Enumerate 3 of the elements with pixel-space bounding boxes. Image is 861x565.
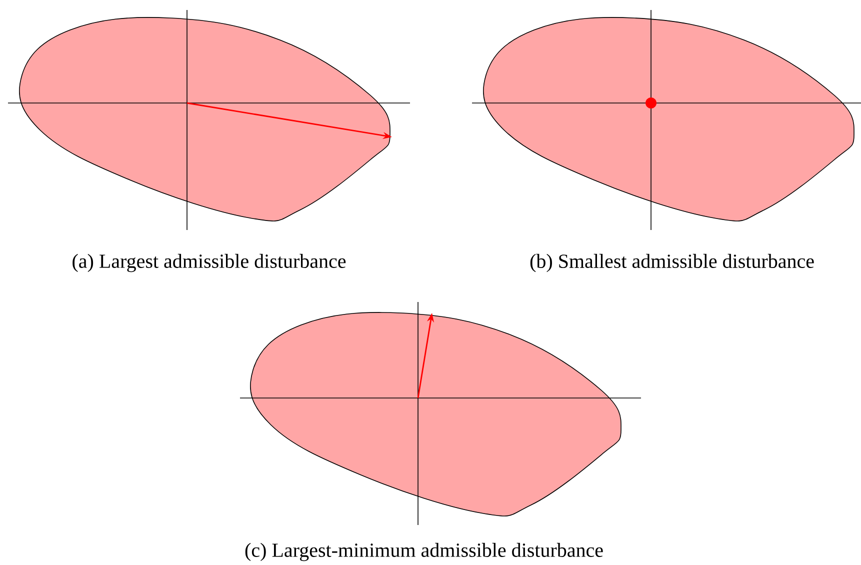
subfigure-caption: (a) Largest admissible disturbance: [72, 254, 346, 272]
subfigure-caption: (b) Smallest admissible disturbance: [530, 254, 814, 272]
subfigure-caption: (c) Largest-minimum admissible disturbance: [245, 542, 603, 562]
